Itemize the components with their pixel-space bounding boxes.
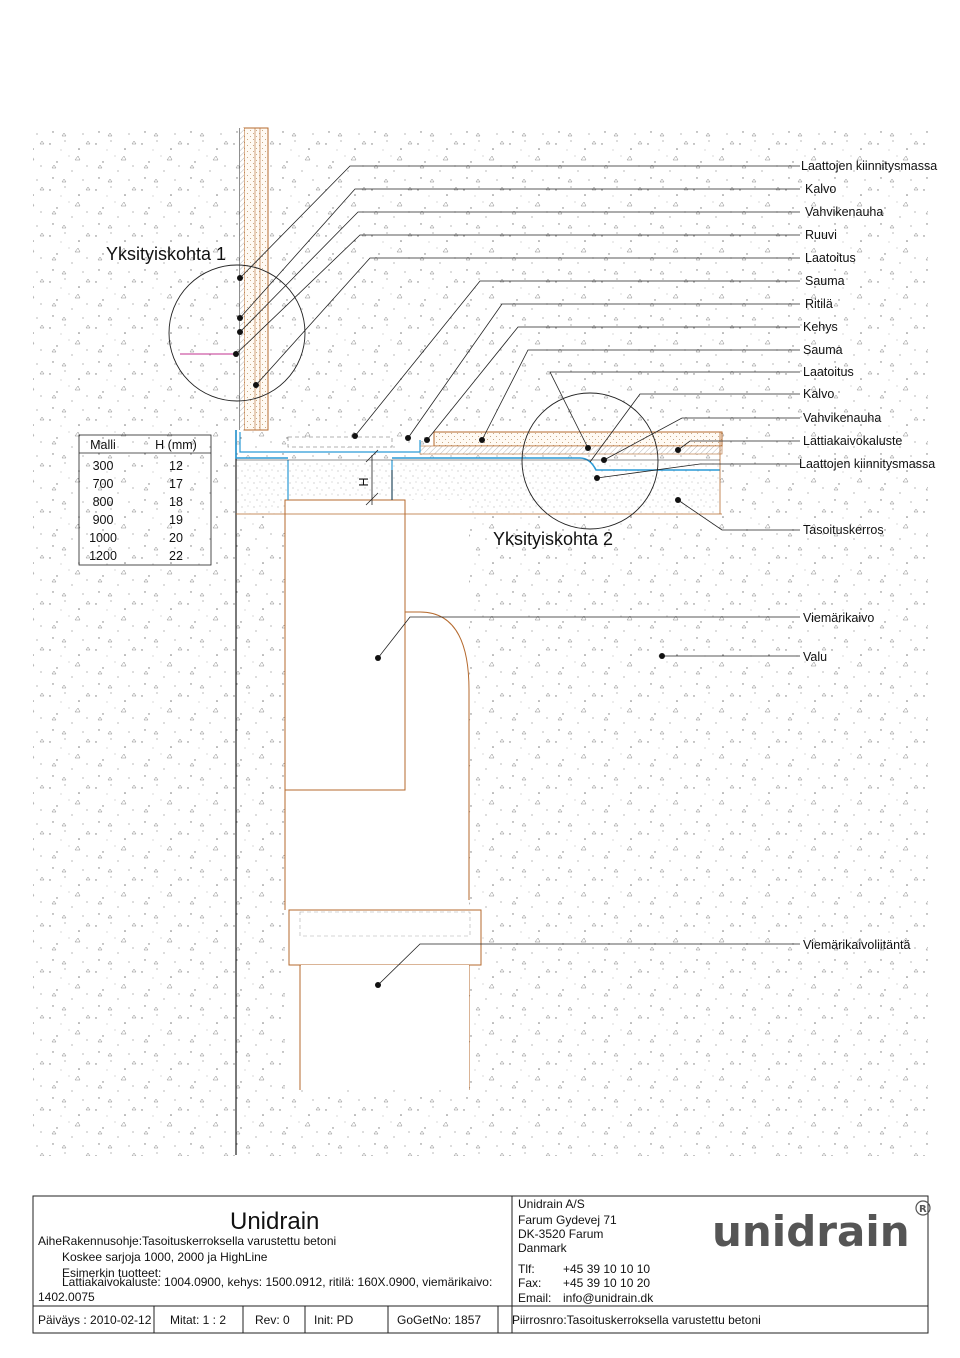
country: Danmark [518,1241,568,1255]
size-table-text: Malli H (mm) 300 12 700 17 800 18 900 19… [89,438,197,563]
table-cell: 18 [169,495,183,509]
callout-17: Viemärikaivoliitäntä [803,938,911,952]
table-cell: 800 [93,495,114,509]
callout-7: Kehys [803,320,838,334]
table-header-h: H (mm) [155,438,197,452]
callout-11: Vahvikenauha [803,411,881,425]
detail-1-label: Yksityiskohta 1 [106,244,226,264]
dimension-h-label: H [357,477,371,486]
gogetno: GoGetNo: 1857 [397,1313,481,1327]
size-table [78,434,212,566]
table-header-model: Malli [90,438,116,452]
company-name: Unidrain A/S [518,1197,585,1211]
table-cell: 20 [169,531,183,545]
detail-2-label: Yksityiskohta 2 [493,529,613,549]
callout-labels: Laattojen kiinnitysmassa Kalvo Vahvikena… [799,159,937,952]
revision: Rev: 0 [255,1313,290,1327]
date: Päiväys : 2010-02-12 [38,1313,152,1327]
drain-body [284,499,406,791]
subject: Rakennusohje:Tasoituskerroksella varuste… [62,1234,336,1248]
membrane [235,430,720,471]
callout-6: Ritilä [805,297,833,311]
table-cell: 19 [169,513,183,527]
initials: Init: PD [314,1313,354,1327]
table-cell: 17 [169,477,183,491]
callout-8: Sauma [803,343,843,357]
callout-12: Lattiakaivokaluste [803,434,902,448]
callout-15: Viemärikaivo [803,611,874,625]
subject-line2: Koskee sarjoja 1000, 2000 ja HighLine [62,1250,268,1264]
registered-mark-circle [915,1200,931,1216]
examples-line2: 1402.0075 [38,1290,95,1304]
unidrain-logo: unidrain [712,1207,910,1256]
callout-16: Valu [803,650,827,664]
phone: +45 39 10 10 10 [563,1262,650,1276]
examples-line1-visible: Lattiakaivokaluste: 1004.0900, kehys: 15… [62,1275,492,1289]
table-cell: 12 [169,459,183,473]
floor-tile [433,431,723,447]
drain-bend [405,611,470,900]
callout-14: Tasoituskerros [803,523,884,537]
table-cell: 900 [93,513,114,527]
wall-tile [243,127,269,431]
callout-5: Sauma [805,274,845,288]
address-2: DK-3520 Farum [518,1227,603,1241]
examples-label: Esimerkin tuotteet: [62,1266,161,1280]
fax: +45 39 10 10 20 [563,1276,650,1290]
callout-1: Kalvo [805,182,836,196]
grate-frame [287,436,393,448]
detail-1-circle [168,264,306,402]
phone-label: Tlf: [518,1262,535,1276]
table-cell: 1200 [89,549,117,563]
table-cell: 300 [93,459,114,473]
brand-title: Unidrain [230,1208,319,1235]
leader-lines [235,165,800,986]
table-cell: 1000 [89,531,117,545]
callout-0: Laattojen kiinnitysmassa [801,159,937,173]
callout-2: Vahvikenauha [805,205,883,219]
leader-dots [233,275,681,988]
email: info@unidrain.dk [563,1291,654,1305]
email-label: Email: [518,1291,551,1305]
address-1: Farum Gydevej 71 [518,1213,617,1227]
table-cell: 700 [93,477,114,491]
callout-13: Laattojen kiinnitysmassa [799,457,935,471]
drawing-name: Piirrosnro:Tasoituskerroksella varustett… [512,1313,761,1327]
fax-label: Fax: [518,1276,541,1290]
table-cell: 22 [169,549,183,563]
title-block [32,1195,929,1334]
concrete-area [33,128,928,1156]
callout-3: Ruuvi [805,228,837,242]
subject-label: Aihe: [38,1234,65,1248]
scale: Mitat: 1 : 2 [170,1313,226,1327]
callout-9: Laatoitus [803,365,854,379]
connection-sleeve [288,909,482,966]
registered-r: R [919,1204,927,1215]
callout-10: Kalvo [803,387,834,401]
detail-2-circle [521,392,659,530]
callout-4: Laatoitus [805,251,856,265]
